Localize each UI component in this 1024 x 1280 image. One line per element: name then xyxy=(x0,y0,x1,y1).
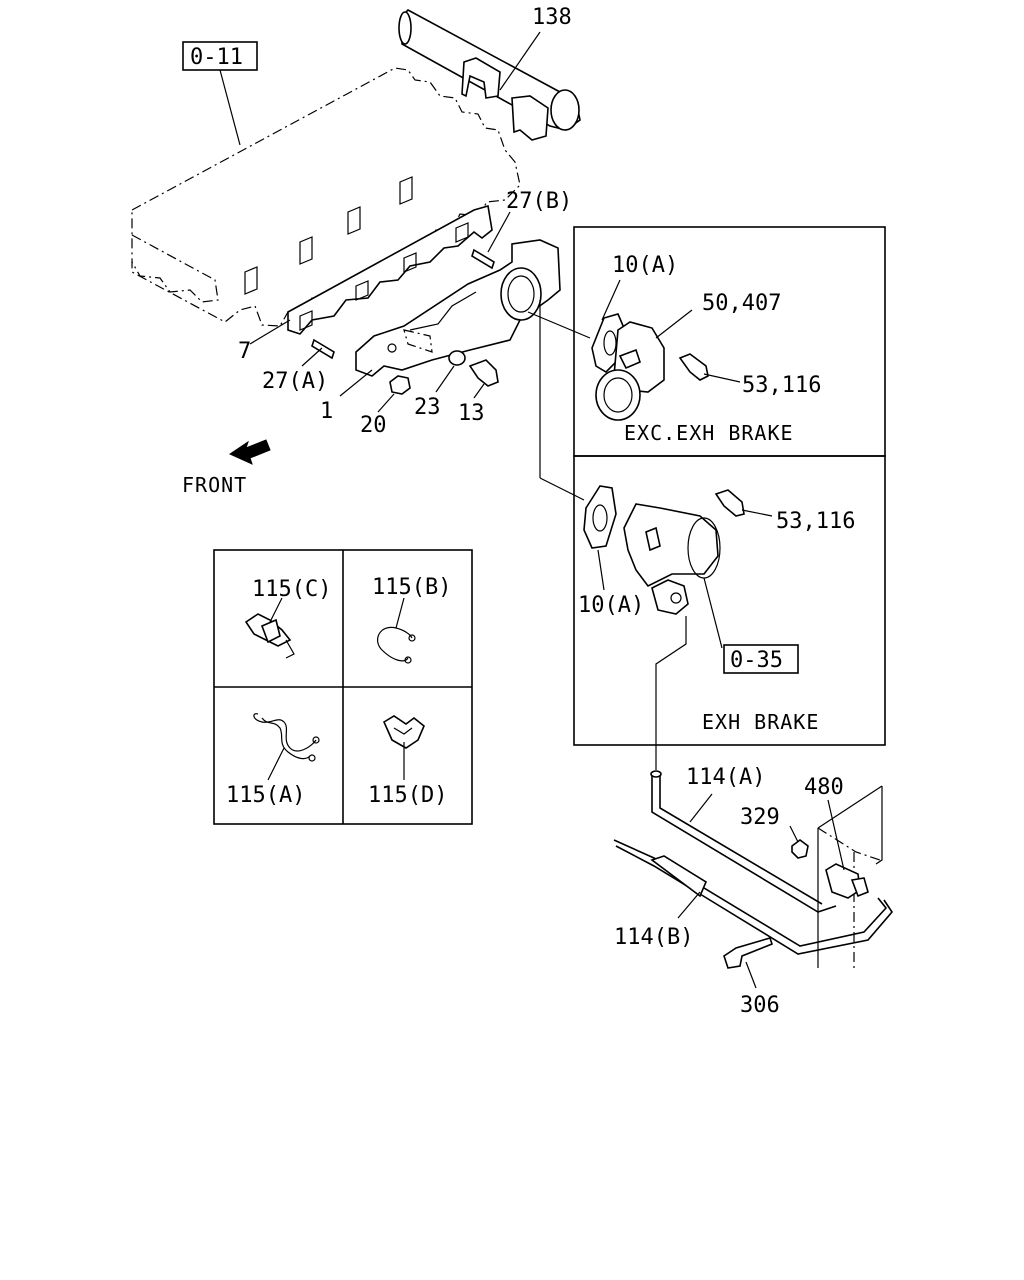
label-27a: 27(A) xyxy=(262,369,328,394)
label-13: 13 xyxy=(458,401,485,426)
box-exh-brake: 53,116 10(A) 0-35 EXH BRAKE xyxy=(573,455,886,770)
box-exc-exh-brake: 10(A) 50,407 53,116 EXC.EXH BRAKE xyxy=(573,226,886,457)
part-7-gasket: 7 xyxy=(238,204,493,364)
label-10a-top: 10(A) xyxy=(612,253,678,278)
part-13-bolt: 13 xyxy=(458,359,499,426)
label-114b: 114(B) xyxy=(614,925,693,950)
label-50-407: 50,407 xyxy=(702,291,781,316)
clip-115c: 115(C) xyxy=(244,577,331,659)
ref-0-35-box xyxy=(723,644,799,674)
label-115d: 115(D) xyxy=(368,783,447,808)
front-arrow-icon xyxy=(228,439,271,465)
label-27b: 27(B) xyxy=(506,189,572,214)
label-53-116-bottom: 53,116 xyxy=(776,509,855,534)
ref-0-35-label: 0-35 xyxy=(730,648,783,673)
exh-brake-caption: EXH BRAKE xyxy=(702,710,819,734)
part-480-valve: 480 xyxy=(804,775,869,899)
label-20: 20 xyxy=(360,413,387,438)
part-27b-stud: 27(B) xyxy=(471,189,572,270)
label-306: 306 xyxy=(740,993,780,1018)
ref-0-11: 0-11 xyxy=(182,41,258,146)
leader-to-exc-exh xyxy=(527,311,591,339)
clip-115a: 115(A) xyxy=(226,713,320,808)
label-114a: 114(A) xyxy=(686,765,765,790)
part-329-nut: 329 xyxy=(740,805,809,859)
leader-to-exh xyxy=(539,477,585,501)
label-1: 1 xyxy=(320,399,333,424)
label-23: 23 xyxy=(414,395,441,420)
ref-0-11-label: 0-11 xyxy=(190,45,243,70)
label-115b: 115(B) xyxy=(372,575,451,600)
label-7: 7 xyxy=(238,339,251,364)
clip-115b: 115(B) xyxy=(372,575,451,664)
label-53-116-top: 53,116 xyxy=(742,373,821,398)
label-10a-bottom: 10(A) xyxy=(578,593,644,618)
front-direction-indicator: FRONT xyxy=(182,439,271,497)
label-480: 480 xyxy=(804,775,844,800)
label-115c: 115(C) xyxy=(252,577,331,602)
part-20-nut: 20 xyxy=(360,375,411,438)
label-329: 329 xyxy=(740,805,780,830)
exc-exh-brake-caption: EXC.EXH BRAKE xyxy=(624,421,794,445)
label-138: 138 xyxy=(532,5,572,30)
part-306-bolt: 306 xyxy=(723,937,780,1018)
hose-114a: 114(A) xyxy=(650,765,837,913)
clip-115d: 115(D) xyxy=(368,715,447,808)
bracket-480-area xyxy=(817,785,883,968)
hose-114b: 114(B) xyxy=(613,839,894,955)
part-1-exhaust-manifold: 1 xyxy=(320,239,561,424)
clip-grid-115: 115(C) 115(B) 115(A) 115(D) xyxy=(213,549,473,825)
part-138-pipe: 138 xyxy=(398,5,581,141)
front-caption: FRONT xyxy=(182,473,247,497)
label-115a: 115(A) xyxy=(226,783,305,808)
part-27a-stud: 27(A) xyxy=(262,338,335,394)
part-23-washer: 23 xyxy=(414,350,466,420)
